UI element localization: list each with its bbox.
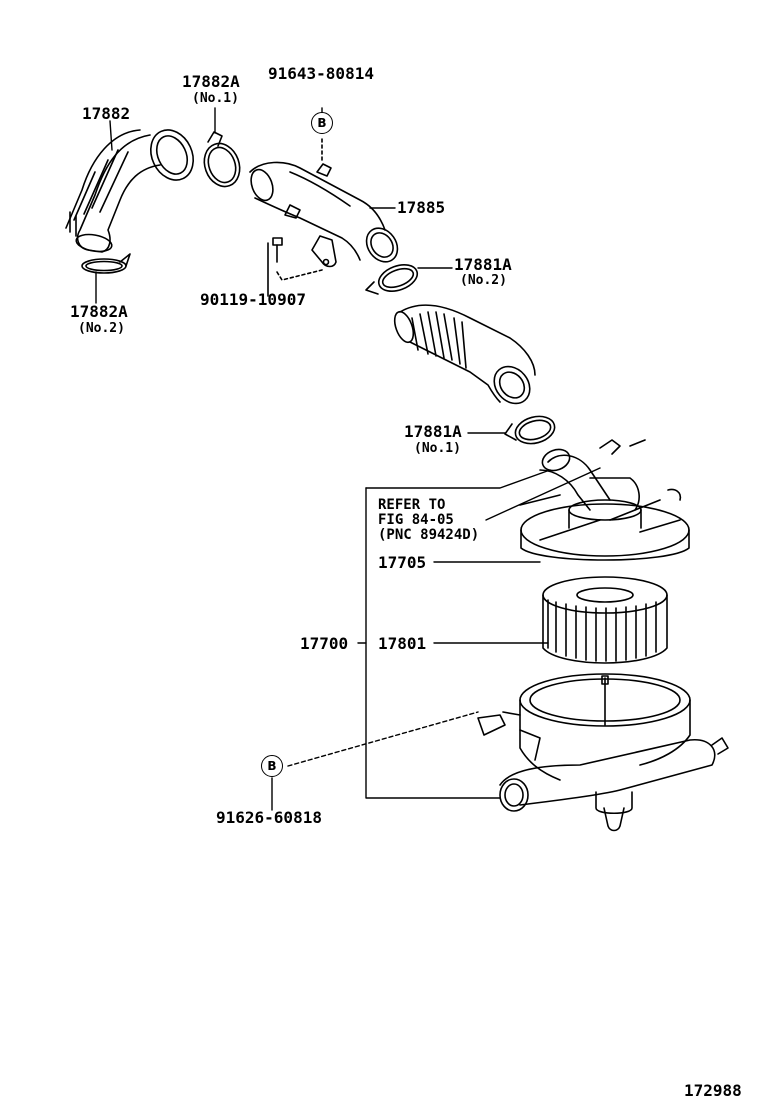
clamp-17881A-no1: [504, 415, 556, 445]
filter-element: [542, 576, 668, 664]
leader-lines: [95, 107, 601, 811]
clamp-17881A-no2: [365, 264, 419, 295]
label-17881A-no1-sub: (No.1): [414, 441, 461, 456]
label-17881A-no2-sub: (No.2): [460, 273, 507, 288]
label-17882A-bottom-sub: (No.2): [78, 321, 125, 336]
label-90119: 90119-10907: [200, 290, 306, 309]
label-17700: 17700: [300, 634, 349, 653]
label-91626: 91626-60818: [216, 808, 322, 827]
clamp-17882A-no2: [81, 253, 131, 274]
figure-number: 172988: [684, 1081, 742, 1100]
label-17801: 17801: [378, 634, 427, 653]
refer-line-3: (PNC 89424D): [378, 527, 480, 543]
label-17882: 17882: [82, 104, 131, 123]
bolt-90119: [267, 237, 323, 297]
clamp-17882A-no1: [203, 131, 241, 188]
refer-line-2: FIG 84-05: [378, 512, 454, 528]
hose-corrugated: [393, 304, 536, 405]
label-91643: 91643-80814: [268, 64, 374, 83]
label-17882A-bottom: 17882A: [70, 302, 128, 321]
label-17882A-top: 17882A: [182, 72, 240, 91]
label-17882A-top-sub: (No.1): [192, 91, 239, 106]
screw-91643: [316, 135, 332, 177]
label-17881A-no2: 17881A: [454, 255, 512, 274]
air-cleaner-body: [477, 673, 729, 832]
label-17885: 17885: [397, 198, 446, 217]
label-17881A-no1: 17881A: [404, 422, 462, 441]
hose-17882: [65, 129, 194, 253]
marker-b-top: B: [311, 112, 333, 134]
hose-17885: [249, 161, 399, 268]
refer-line-1: REFER TO: [378, 497, 446, 513]
air-cleaner-cap: [519, 439, 690, 561]
label-17705: 17705: [378, 553, 427, 572]
marker-b-bottom: B: [261, 755, 283, 777]
